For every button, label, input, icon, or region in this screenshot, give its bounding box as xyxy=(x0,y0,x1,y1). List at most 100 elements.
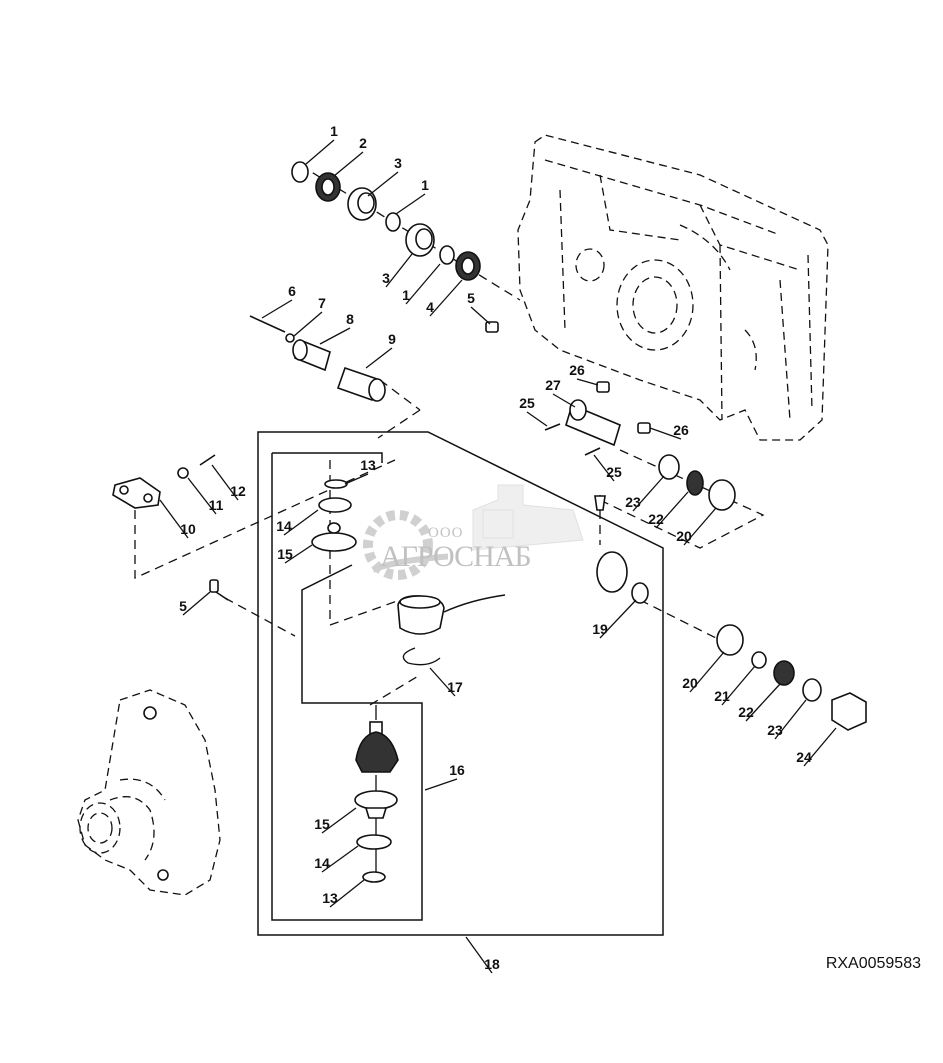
leader-line xyxy=(470,306,491,325)
callout-label: 1 xyxy=(330,123,338,139)
callout-cap-screw: 12 xyxy=(211,464,246,501)
callout-label: 23 xyxy=(625,494,641,510)
callout-label: 14 xyxy=(276,518,292,534)
callout-bracket: 10 xyxy=(159,499,196,539)
callout-label: 6 xyxy=(288,283,296,299)
callout-label: 18 xyxy=(484,956,500,972)
callout-bushing: 9 xyxy=(365,331,396,369)
callout-label: 3 xyxy=(382,270,390,286)
reference-code: RXA0059583 xyxy=(825,955,921,972)
leader-line xyxy=(593,454,615,482)
callout-label: 11 xyxy=(209,497,224,513)
leader-line xyxy=(395,193,426,215)
callout-snap-ring: 13 xyxy=(344,457,376,485)
callout-o-ring: 21 xyxy=(714,665,756,706)
leader-line xyxy=(429,279,463,317)
callout-bearing-cone: 22 xyxy=(648,491,689,529)
callout-label: 15 xyxy=(277,546,293,562)
callout-plug: 26 xyxy=(569,362,599,386)
callout-nut: 24 xyxy=(796,727,837,767)
transmission-housing xyxy=(517,134,829,441)
leader-line xyxy=(283,509,319,536)
callout-o-ring: 1 xyxy=(305,123,338,165)
callout-pin: 8 xyxy=(319,311,354,345)
callout-bushing: 3 xyxy=(382,253,413,288)
callout-label: 13 xyxy=(360,457,376,473)
leader-line xyxy=(655,491,689,529)
leader-line xyxy=(182,591,211,616)
leader-line xyxy=(187,477,217,515)
leader-line xyxy=(211,464,239,501)
callout-label: 22 xyxy=(648,511,664,527)
callout-label: 25 xyxy=(606,464,622,480)
callout-bearing-cup: 20 xyxy=(682,651,725,693)
callout-label: 5 xyxy=(179,598,187,614)
callout-grease-fitting: 5 xyxy=(179,591,211,616)
leader-line xyxy=(424,778,458,791)
leader-line xyxy=(319,327,351,345)
callout-ring: 14 xyxy=(314,845,359,873)
leader-line xyxy=(576,378,599,386)
callout-cap-screw: 25 xyxy=(593,454,622,482)
leader-line xyxy=(284,544,313,564)
leader-line xyxy=(526,411,548,427)
callout-label: 14 xyxy=(314,855,330,871)
callout-seal: 2 xyxy=(333,135,367,177)
leader-line xyxy=(305,139,335,165)
callout-ball-seat: 15 xyxy=(277,544,313,564)
leader-line xyxy=(321,845,359,873)
callout-bushing: 3 xyxy=(367,155,402,197)
callout-label: 13 xyxy=(322,890,338,906)
leader-line xyxy=(405,263,441,305)
callout-label: 2 xyxy=(359,135,367,151)
callout-bearing-cone: 22 xyxy=(738,683,781,722)
callout-ball-seat: 15 xyxy=(314,807,357,834)
callout-snap-ring: 13 xyxy=(322,879,365,908)
callout-label: 10 xyxy=(180,521,196,537)
kit-box-inner xyxy=(271,453,423,921)
leader-line xyxy=(552,393,576,408)
callout-grease-fitting: 5 xyxy=(467,290,491,325)
callout-washer: 23 xyxy=(625,475,665,512)
callout-label: 24 xyxy=(796,749,812,765)
callout-label: 4 xyxy=(426,299,434,315)
parts xyxy=(112,161,867,883)
callout-bearing-cup: 20 xyxy=(676,507,717,546)
callout-label: 12 xyxy=(230,483,246,499)
leader-line xyxy=(429,667,456,697)
callout-washer: 23 xyxy=(767,699,807,740)
callout-cap-screw: 6 xyxy=(261,283,296,319)
callout-snap-ring: 17 xyxy=(429,667,463,697)
leader-line xyxy=(344,473,369,485)
callout-label: 22 xyxy=(738,704,754,720)
leader-line xyxy=(683,507,717,546)
leader-line xyxy=(365,347,393,369)
leader-line xyxy=(465,936,493,974)
leader-line xyxy=(649,427,682,440)
leader-line xyxy=(745,683,781,722)
leader-line xyxy=(721,665,756,706)
callout-layer: 1231314567891011121314155191716151413182… xyxy=(159,123,837,974)
callout-label: 26 xyxy=(569,362,585,378)
leader-line xyxy=(321,807,357,834)
callout-ball-joint-kit: 16 xyxy=(424,762,465,791)
leader-line xyxy=(367,171,399,197)
callout-label: 25 xyxy=(519,395,535,411)
leader-line xyxy=(689,651,725,693)
leader-line xyxy=(333,151,364,177)
callout-king-pin: 27 xyxy=(545,377,576,408)
callout-label: 26 xyxy=(673,422,689,438)
final-drive-housing xyxy=(77,689,221,896)
callout-label: 16 xyxy=(449,762,465,778)
callout-label: 23 xyxy=(767,722,783,738)
callout-cap-screw: 25 xyxy=(519,395,548,427)
callout-nut: 11 xyxy=(187,477,224,515)
callout-o-ring: 19 xyxy=(592,599,637,639)
callout-label: 1 xyxy=(421,177,429,193)
callout-o-ring: 1 xyxy=(395,177,429,215)
kit-boxes xyxy=(257,431,664,936)
leader-line xyxy=(293,311,323,337)
callout-ring: 14 xyxy=(276,509,319,536)
